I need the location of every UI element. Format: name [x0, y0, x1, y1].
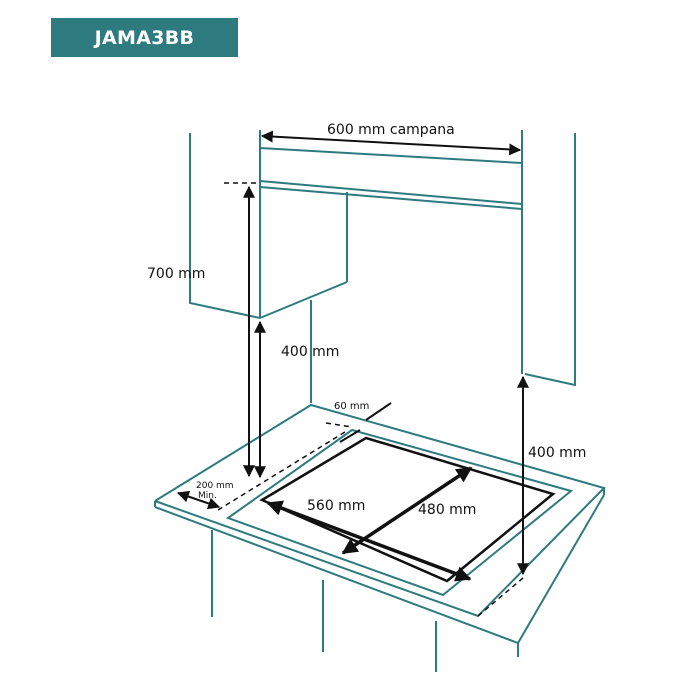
- min-height-label: 700 mm: [147, 266, 205, 282]
- cutout-width-label: 560 mm: [307, 498, 365, 514]
- hood-clearance-left-label: 400 mm: [281, 344, 339, 360]
- cutout-arrows: [266, 466, 473, 582]
- hood: [259, 130, 523, 403]
- model-label: JAMA3BB: [94, 26, 195, 49]
- wall-cabinet-left: [189, 133, 261, 319]
- hob: [225, 428, 574, 597]
- wall-cabinet-right: [524, 133, 576, 387]
- rear-gap-label: 60 mm: [334, 401, 369, 412]
- model-badge: JAMA3BB: [51, 18, 238, 57]
- front-gap-value-label: 200 mm: [196, 481, 234, 491]
- cutout-depth-label: 480 mm: [418, 502, 476, 518]
- dashed-guides: [217, 182, 524, 617]
- dimension-lines: [176, 130, 529, 576]
- hood-clearance-right-label: 400 mm: [528, 445, 586, 461]
- hood-width-label: 600 mm campana: [327, 122, 455, 138]
- front-gap-note-label: Min.: [198, 491, 217, 501]
